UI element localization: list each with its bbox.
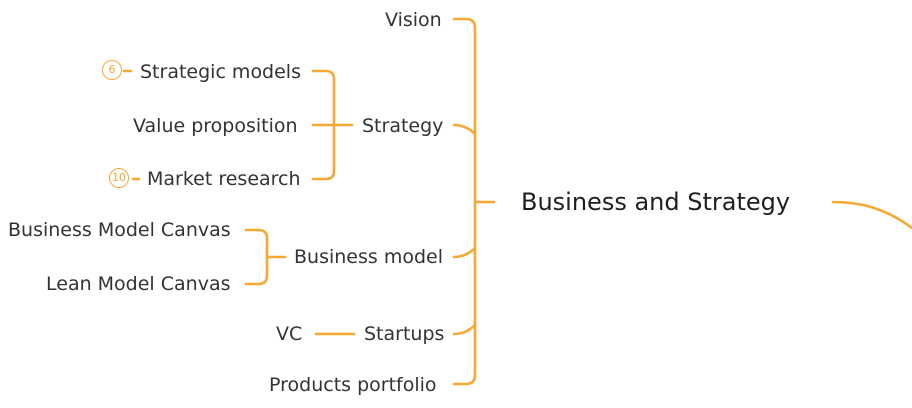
tick-startups — [452, 323, 477, 336]
collapsed-count-badge-market-research[interactable]: 10 — [109, 168, 129, 188]
root-node[interactable]: Business and Strategy — [521, 188, 791, 216]
node-business-model[interactable]: Business model — [294, 246, 443, 268]
business-model-bracket — [244, 228, 269, 286]
tick-business-model — [452, 246, 477, 259]
node-strategy[interactable]: Strategy — [362, 115, 444, 137]
node-startups[interactable]: Startups — [364, 323, 445, 345]
node-business-model-canvas[interactable]: Business Model Canvas — [8, 219, 231, 241]
node-market-research[interactable]: Market research — [147, 168, 301, 190]
node-vc[interactable]: VC — [276, 323, 303, 345]
node-lean-model-canvas[interactable]: Lean Model Canvas — [46, 273, 231, 295]
tick-strategy — [452, 123, 477, 136]
node-products-portfolio[interactable]: Products portfolio — [269, 374, 437, 396]
node-strategic-models[interactable]: Strategic models — [140, 61, 301, 83]
main-bracket — [452, 17, 477, 386]
collapsed-count-badge-strategic-models[interactable]: 6 — [102, 60, 122, 80]
node-vision[interactable]: Vision — [385, 9, 442, 31]
node-value-proposition[interactable]: Value proposition — [133, 115, 298, 137]
root-outgoing-connector — [831, 200, 912, 230]
